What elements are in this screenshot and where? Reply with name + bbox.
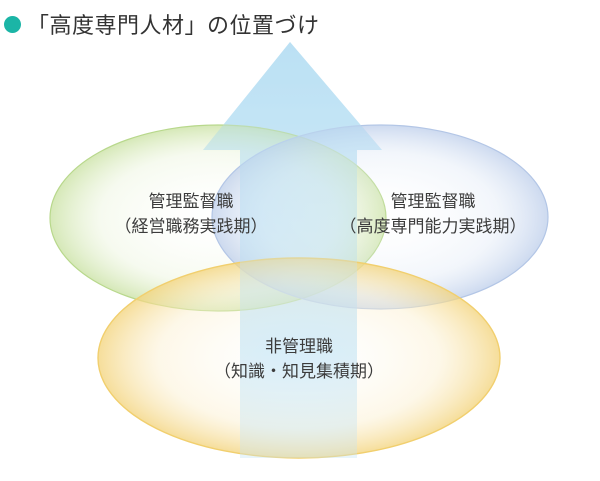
label-non-mgmt: 非管理職 （知識・知見集積期） — [196, 335, 402, 385]
label-mgmt-specialist: 管理監督職 （高度専門能力実践期） — [320, 190, 546, 240]
label-mgmt-general-line1: 管理監督職 — [148, 192, 234, 212]
label-mgmt-specialist-line2: （高度専門能力実践期） — [339, 217, 527, 237]
ellipse-non-mgmt — [97, 257, 501, 459]
label-mgmt-general-line2: （経営職務実践期） — [114, 217, 268, 237]
label-non-mgmt-line2: （知識・知見集積期） — [214, 362, 384, 382]
upward-arrow-overlay — [203, 42, 382, 458]
page-title: 「高度専門人材」の位置づけ — [27, 14, 320, 39]
label-non-mgmt-line1: 非管理職 — [265, 337, 333, 357]
label-mgmt-specialist-line1: 管理監督職 — [390, 192, 476, 212]
label-mgmt-general: 管理監督職 （経営職務実践期） — [88, 190, 294, 240]
section-heading: 「高度専門人材」の位置づけ — [4, 6, 320, 42]
bullet-dot-icon — [4, 15, 21, 33]
